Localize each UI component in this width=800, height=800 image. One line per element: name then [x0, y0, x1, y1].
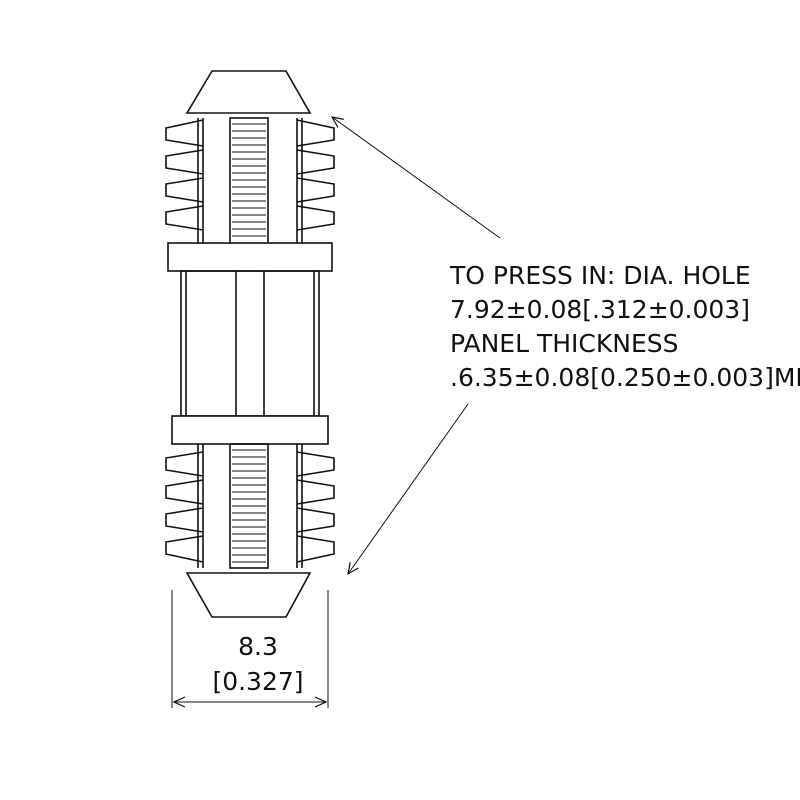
- bottom-fins: [165, 443, 335, 569]
- upper-flange: [167, 242, 333, 272]
- dimension-alt-value: [0.327]: [212, 667, 303, 696]
- top-fins: [165, 117, 335, 245]
- width-dimension: 8.3 [0.327]: [171, 590, 329, 708]
- leader-upper: [332, 117, 501, 239]
- lower-flange: [171, 415, 329, 445]
- bottom-tip: [185, 572, 312, 618]
- note-line-4: .6.35±0.08[0.250±0.003]MM: [450, 363, 800, 392]
- note-line-2: 7.92±0.08[.312±0.003]: [450, 295, 750, 324]
- top-tip: [185, 70, 312, 114]
- note-line-1: TO PRESS IN: DIA. HOLE: [449, 261, 751, 290]
- note-line-3: PANEL THICKNESS: [450, 329, 678, 358]
- dimension-value: 8.3: [238, 632, 278, 661]
- leader-lower: [348, 403, 469, 574]
- body: [180, 270, 320, 417]
